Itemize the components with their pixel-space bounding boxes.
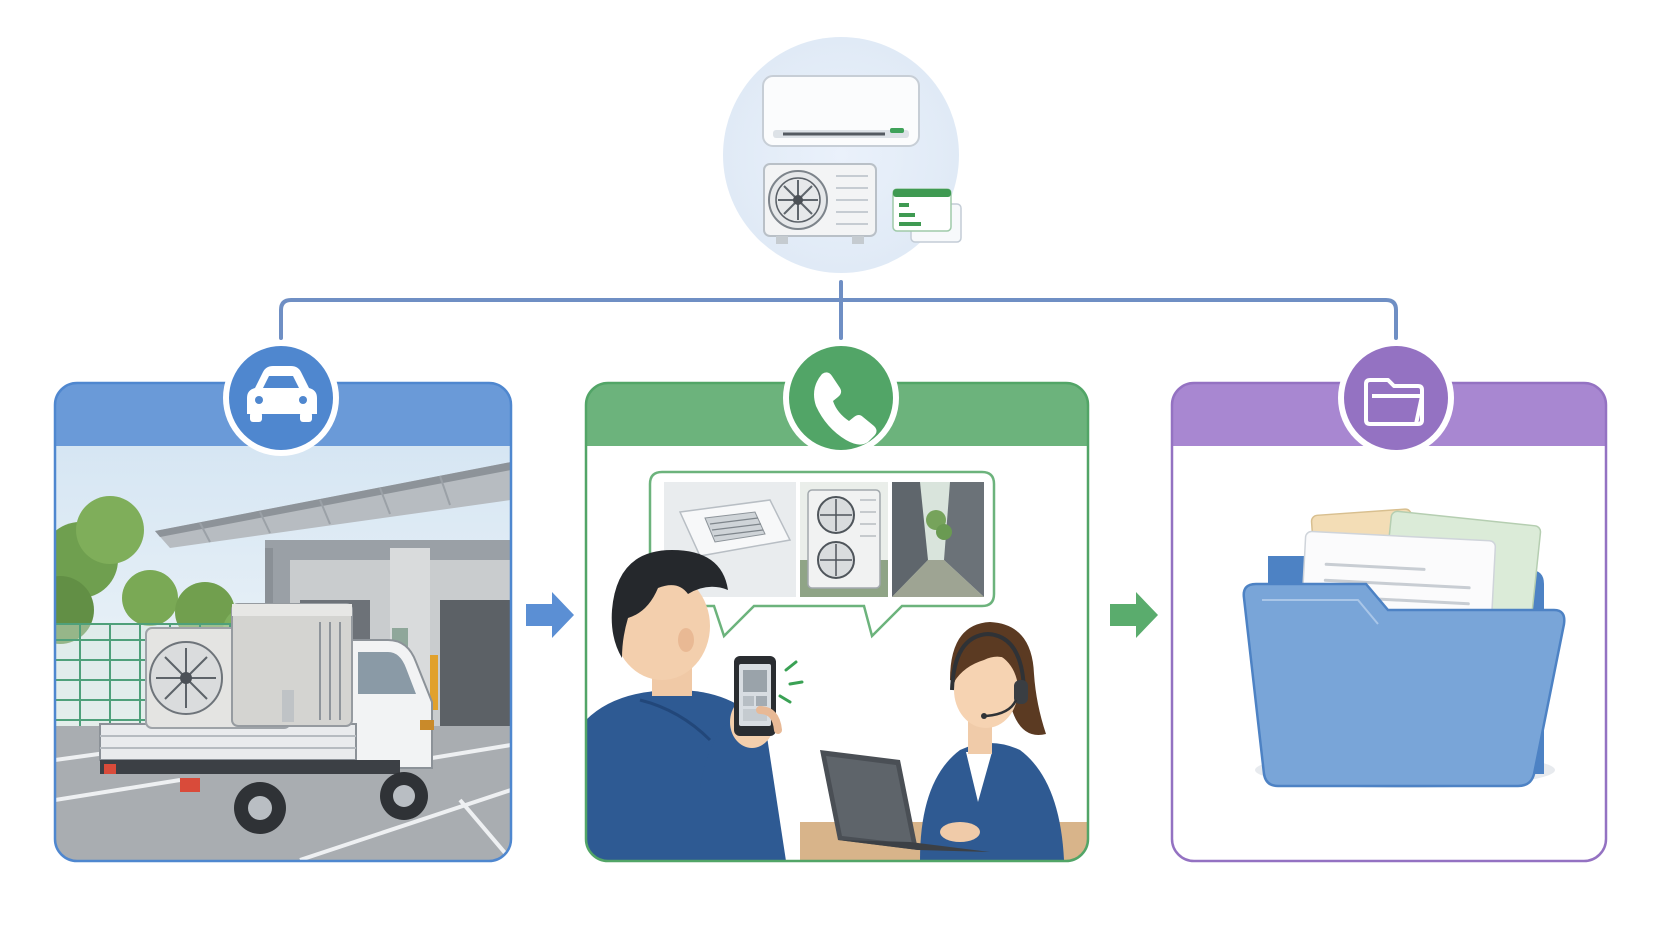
arrow-right-icon (526, 592, 574, 638)
photo-outdoor-units (800, 482, 888, 597)
arrow-right-icon (1110, 592, 1158, 638)
photo-alley (892, 482, 984, 597)
connector-lines (281, 282, 1396, 338)
outdoor-ac-unit-icon (764, 164, 876, 244)
phone-icon (783, 340, 899, 456)
panel-transport (26, 383, 511, 866)
car-icon (223, 340, 339, 456)
top-node (723, 37, 961, 273)
folder-icon (1338, 340, 1454, 456)
indoor-ac-unit-icon (763, 76, 919, 146)
